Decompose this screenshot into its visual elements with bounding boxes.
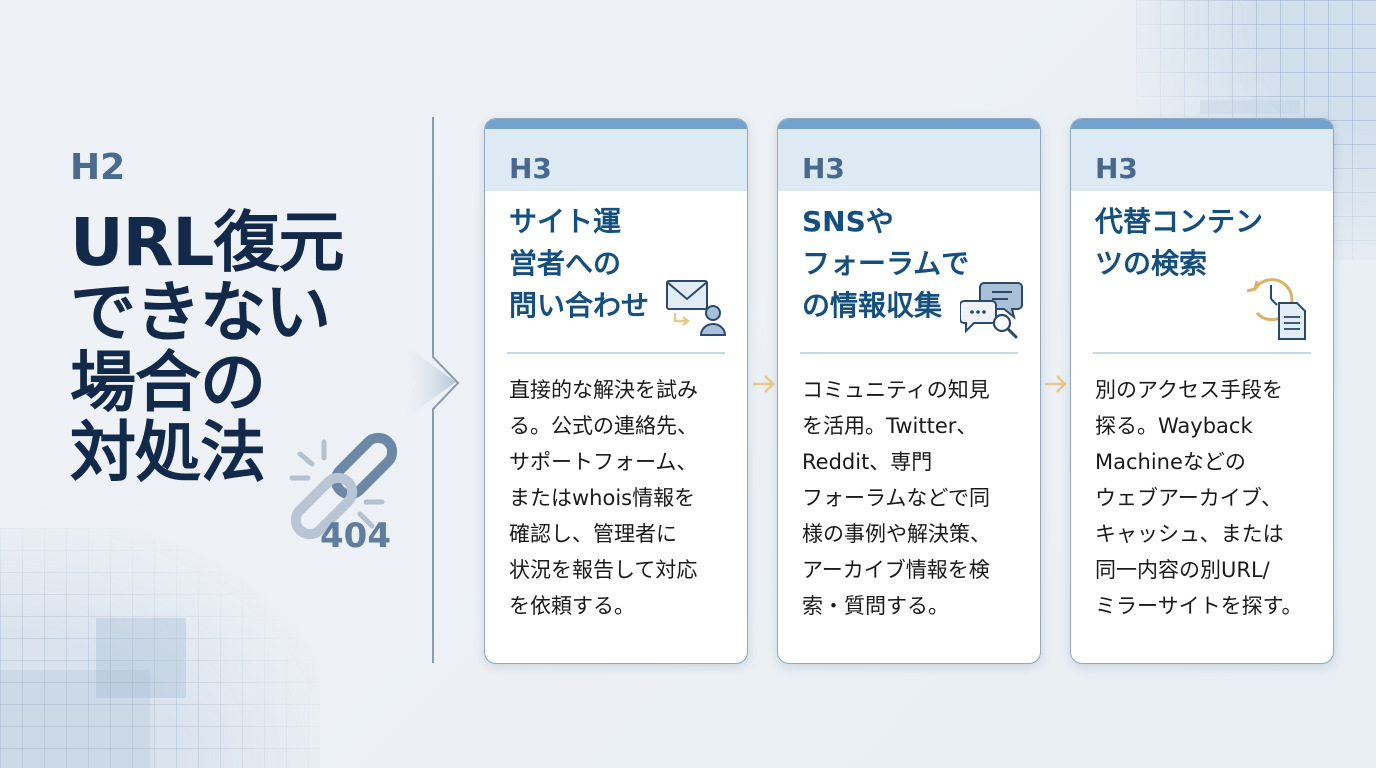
- card-header-band: [485, 129, 747, 191]
- title-line: URL復元: [70, 204, 344, 281]
- card-top-bar: [1071, 119, 1333, 129]
- h3-level-tag: H3: [1095, 152, 1138, 185]
- card-separator: [507, 352, 725, 354]
- chevron-right-icon: [400, 342, 456, 422]
- envelope-person-icon: [666, 280, 727, 336]
- card-separator: [800, 352, 1018, 354]
- heading-section: H2 URL復元 できない 場合の 対処法: [70, 150, 390, 488]
- title-line: 対処法: [70, 414, 266, 491]
- card-top-bar: [778, 119, 1040, 129]
- card-top-bar: [485, 119, 747, 129]
- title-line: できない: [70, 274, 331, 351]
- card-title: サイト運 営者への 問い合わせ: [509, 205, 650, 322]
- card-sns-forum-research: H3 SNSや フォーラムで の情報収集 コミュニティの知見 を活用。Twitt…: [777, 118, 1041, 664]
- title-line: 場合の: [70, 344, 266, 421]
- background-grid-bottom-left: [0, 528, 320, 768]
- background-block: [1200, 100, 1300, 114]
- card-description: 別のアクセス手段を 探る。Wayback Machineなどの ウェブアーカイブ…: [1095, 378, 1303, 618]
- card-title: 代替コンテン ツの検索: [1095, 205, 1264, 280]
- card-site-operator-contact: H3 サイト運 営者への 問い合わせ 直接的な解決を試み る。公式の連絡先、 サ…: [484, 118, 748, 664]
- section-divider: [432, 117, 460, 663]
- background-block: [96, 618, 186, 698]
- history-document-icon: [1246, 278, 1306, 340]
- broken-link-icon: [289, 432, 398, 540]
- page-title: URL復元 できない 場合の 対処法: [70, 208, 390, 488]
- card-title: SNSや フォーラムで の情報収集: [802, 205, 970, 322]
- arrow-right-icon: [1045, 375, 1067, 393]
- card-description: 直接的な解決を試み る。公式の連絡先、 サポートフォーム、 またはwhois情報…: [509, 378, 698, 618]
- h3-level-tag: H3: [802, 152, 845, 185]
- card-description: コミュニティの知見 を活用。Twitter、 Reddit、専門 フォーラムなど…: [802, 378, 991, 618]
- card-header-band: [1071, 129, 1333, 191]
- h2-level-tag: H2: [70, 147, 126, 188]
- arrow-right-icon: [753, 375, 775, 393]
- card-alternative-content-search: H3 代替コンテン ツの検索 別のアクセス手段を 探る。Wayback Mach…: [1070, 118, 1334, 664]
- card-separator: [1093, 352, 1311, 354]
- error-code-404: 404: [320, 516, 391, 556]
- h3-level-tag: H3: [509, 152, 552, 185]
- chat-search-icon: [960, 282, 1023, 339]
- background-block: [0, 670, 150, 768]
- card-header-band: [778, 129, 1040, 191]
